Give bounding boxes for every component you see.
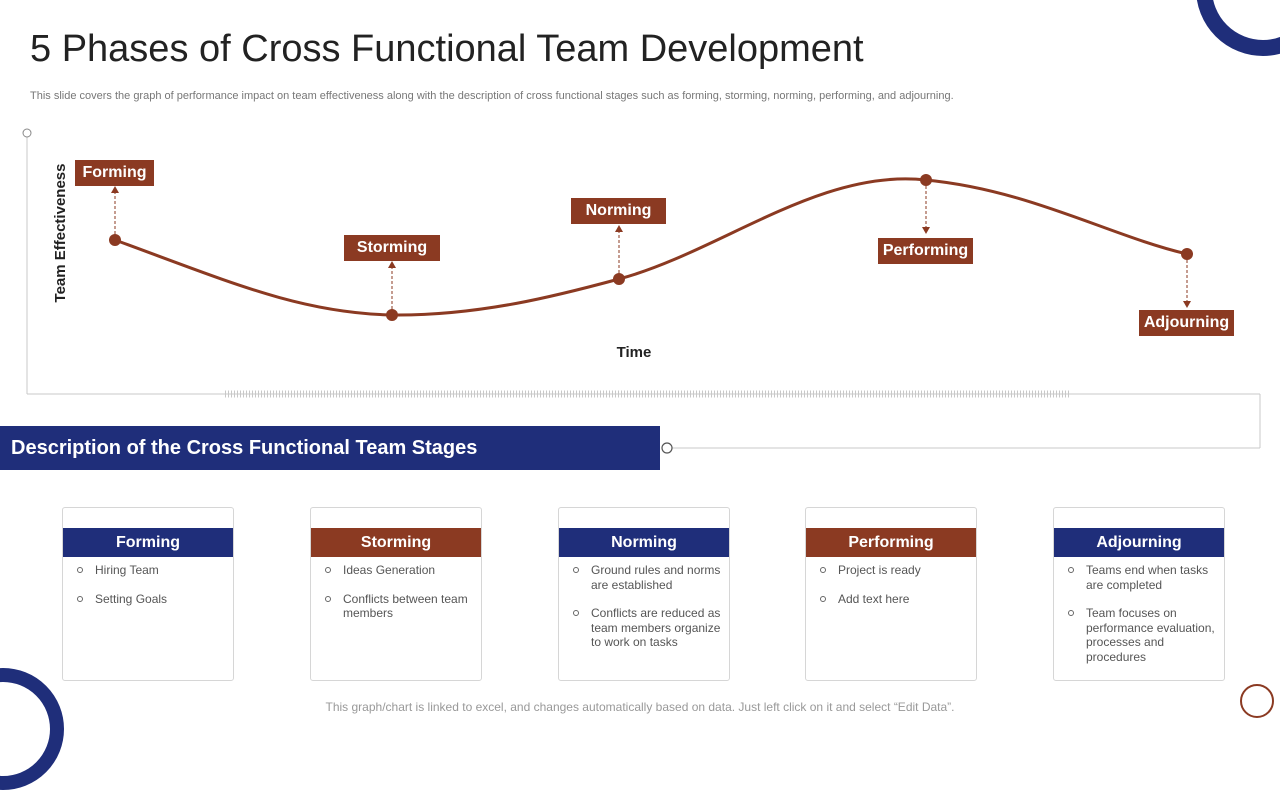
description-title-bar: Description of the Cross Functional Team… — [0, 426, 660, 470]
norming-point — [613, 273, 625, 285]
frame-link-node — [661, 442, 673, 454]
frame-top-node — [22, 128, 32, 138]
stage-card-norming: Norming Ground rules and norms are estab… — [558, 507, 730, 681]
chart-label-storming: Storming — [344, 235, 440, 261]
x-axis-label: Time — [617, 344, 652, 361]
list-item: Teams end when tasks are completed — [1066, 563, 1216, 592]
stage-card-performing: Performing Project is ready Add text her… — [805, 507, 977, 681]
card-list: Ideas Generation Conflicts between team … — [311, 563, 481, 635]
page-subtitle: This slide covers the graph of performan… — [30, 90, 954, 102]
chart-label-forming: Forming — [75, 160, 154, 186]
performing-arrowhead — [922, 227, 930, 234]
chart-label-norming: Norming — [571, 198, 666, 224]
performing-point — [920, 174, 932, 186]
chart-label-adjourning: Adjourning — [1139, 310, 1234, 336]
footer-note: This graph/chart is linked to excel, and… — [325, 700, 955, 714]
y-axis-label: Team Effectiveness — [52, 164, 69, 303]
card-list: Project is ready Add text here — [806, 563, 976, 620]
stage-card-storming: Storming Ideas Generation Conflicts betw… — [310, 507, 482, 681]
forming-point — [109, 234, 121, 246]
adjourning-arrowhead — [1183, 301, 1191, 308]
list-item: Add text here — [818, 592, 968, 607]
card-title: Performing — [806, 528, 976, 557]
storming-arrowhead — [388, 261, 396, 268]
list-item: Ideas Generation — [323, 563, 473, 578]
list-item: Project is ready — [818, 563, 968, 578]
adjourning-point — [1181, 248, 1193, 260]
chart-label-performing: Performing — [878, 238, 973, 264]
card-title: Forming — [63, 528, 233, 557]
card-list: Hiring Team Setting Goals — [63, 563, 233, 620]
storming-point — [386, 309, 398, 321]
forming-arrowhead — [111, 186, 119, 193]
stage-card-forming: Forming Hiring Team Setting Goals — [62, 507, 234, 681]
page-title: 5 Phases of Cross Functional Team Develo… — [30, 28, 864, 70]
effectiveness-chart: Team Effectiveness Time — [22, 128, 1261, 454]
list-item: Team focuses on performance evaluation, … — [1066, 606, 1216, 664]
stage-card-adjourning: Adjourning Teams end when tasks are comp… — [1053, 507, 1225, 681]
list-item: Conflicts between team members — [323, 592, 473, 621]
list-item: Ground rules and norms are established — [571, 563, 721, 592]
card-title: Norming — [559, 528, 729, 557]
card-title: Adjourning — [1054, 528, 1224, 557]
card-list: Teams end when tasks are completed Team … — [1054, 563, 1224, 678]
corner-ring-bottom-right — [1240, 684, 1274, 718]
card-list: Ground rules and norms are established C… — [559, 563, 729, 664]
list-item: Setting Goals — [75, 592, 225, 607]
list-item: Conflicts are reduced as team members or… — [571, 606, 721, 650]
card-title: Storming — [311, 528, 481, 557]
norming-arrowhead — [615, 225, 623, 232]
list-item: Hiring Team — [75, 563, 225, 578]
